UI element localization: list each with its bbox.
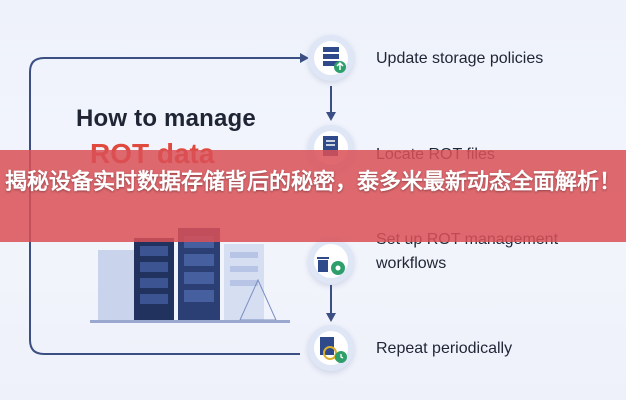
step-1-node (308, 35, 354, 81)
headline-banner (0, 150, 626, 242)
step-4-node (308, 325, 354, 371)
flow-arrow-3 (326, 285, 336, 322)
server-rack-illustration (90, 228, 290, 323)
trash-settings-icon (317, 257, 345, 275)
step-4-label: Repeat periodically (376, 340, 513, 357)
step-1-label: Update storage policies (376, 50, 544, 67)
headline-text: 揭秘设备实时数据存储背后的秘密，泰多米最新动态全面解析！ (4, 170, 621, 195)
title-line-1: How to manage (76, 105, 256, 132)
search-clock-icon (320, 337, 347, 363)
server-upload-icon (323, 47, 346, 73)
step-3-node (308, 238, 354, 284)
step-3-label-line-2: workflows (376, 255, 447, 272)
flow-arrow-1 (326, 86, 336, 121)
